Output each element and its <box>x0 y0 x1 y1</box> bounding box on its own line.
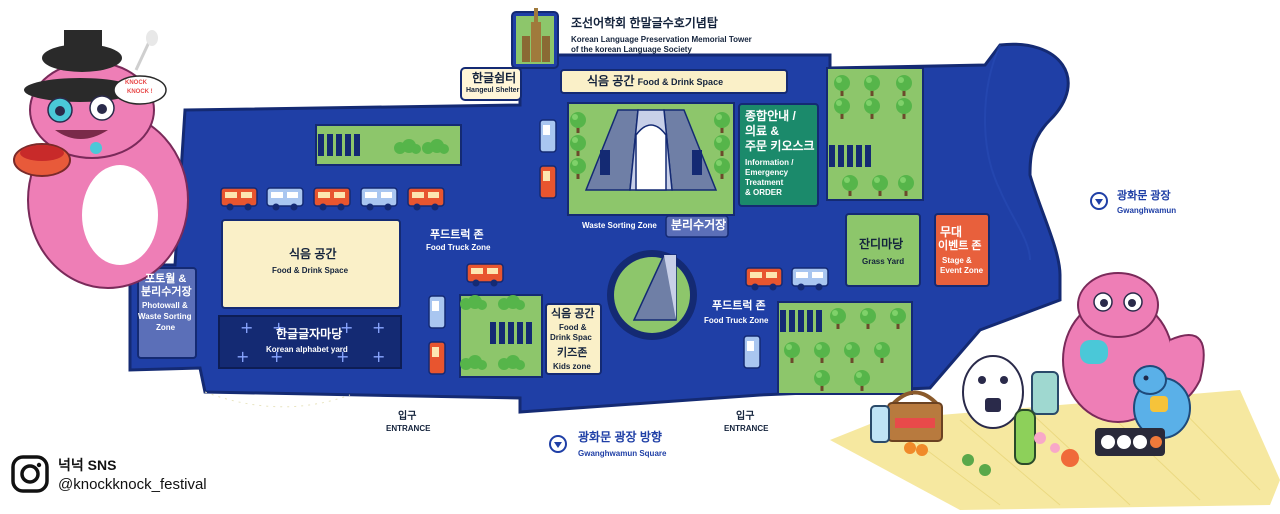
stage-en-2: Event Zone <box>940 266 984 275</box>
sushi-tray-icon <box>1095 428 1165 456</box>
svg-text:+: + <box>336 347 349 366</box>
white-mascot <box>962 355 1024 429</box>
instagram-icon[interactable] <box>10 454 50 494</box>
info-en-2: Emergency <box>745 168 789 177</box>
grass-yard-ko: 잔디마당 <box>859 237 904 251</box>
center-fountain <box>607 250 697 340</box>
food-top-en: Food & Drink Space <box>637 77 724 87</box>
alphabet-yard-ko: 한글글자마당 <box>276 327 343 341</box>
food-kids-en-2: Drink Spac <box>550 333 592 342</box>
food-top-label: 식음 공간 Food & Drink Space <box>587 74 724 89</box>
food-truck-left-en: Food Truck Zone <box>426 243 491 252</box>
info-en-4: & ORDER <box>745 188 782 197</box>
alphabet-plus-marks: + + + + + + + + <box>236 318 385 366</box>
food-left-ko: 식음 공간 <box>289 247 337 261</box>
photowall-en-2: Waste Sorting <box>138 312 192 321</box>
stage-ko-1: 무대 <box>940 225 963 239</box>
info-en-3: Treatment <box>745 178 784 187</box>
food-kids-en-3: Kids zone <box>553 362 591 371</box>
info-ko-2: 의료 & <box>745 124 780 138</box>
food-truck-right-en: Food Truck Zone <box>704 316 769 325</box>
info-ko-1: 종합안내 / <box>745 109 796 123</box>
svg-text:+: + <box>240 318 253 337</box>
stage-ko-2: 이벤트 존 <box>938 240 982 252</box>
waste-sorting-en: Waste Sorting Zone <box>582 221 657 230</box>
square-right-en: Gwanghwamun <box>1117 206 1177 215</box>
photowall-ko-1: 포토월 & <box>145 273 187 285</box>
blue-dino-mascot <box>1133 365 1191 439</box>
monument-tower-icon <box>511 8 559 69</box>
food-top-ko: 식음 공간 <box>587 74 635 88</box>
svg-text:+: + <box>236 347 249 366</box>
shelter-label-ko: 한글쉼터 <box>472 71 517 85</box>
location-pin-icon <box>549 435 567 453</box>
photowall-ko-2: 분리수거장 <box>141 286 192 298</box>
sns-handle[interactable]: @knockknock_festival <box>58 476 207 493</box>
picnic-basket-icon <box>887 390 943 442</box>
info-ko-3: 주문 키오스크 <box>745 139 815 153</box>
grass-yard-en: Grass Yard <box>862 257 905 266</box>
waste-sorting-ko: 분리수거장 <box>671 218 727 232</box>
svg-text:+: + <box>372 318 385 337</box>
photowall-en-1: Photowall & <box>142 301 188 310</box>
info-en-1: Information / <box>745 158 794 167</box>
center-building <box>584 109 718 191</box>
svg-text:+: + <box>272 318 285 337</box>
knock-speech-bubble <box>113 75 167 105</box>
svg-text:+: + <box>372 347 385 366</box>
entrance-left-ko: 입구 <box>398 411 417 422</box>
pink-mascot-left <box>13 30 189 289</box>
food-left-en: Food & Drink Space <box>272 266 349 275</box>
sns-title: 넉넉 SNS <box>58 457 117 473</box>
svg-text:+: + <box>270 347 283 366</box>
monument-title-en-1: Korean Language Preservation Memorial To… <box>571 35 752 44</box>
food-truck-left-ko: 푸드트럭 존 <box>430 229 484 241</box>
square-right-ko: 광화문 광장 <box>1117 190 1171 202</box>
shelter-label-en: Hangeul Shelter <box>466 87 520 94</box>
knock-bubble-line2: KNOCK ! <box>127 89 153 95</box>
square-bottom-ko: 광화문 광장 방향 <box>578 430 662 444</box>
monument-title-ko: 조선어학회 한말글수호기념탑 <box>571 16 718 30</box>
stage-en-1: Stage & <box>942 256 972 265</box>
square-bottom-en: Gwanghwamun Square <box>578 449 667 458</box>
entrance-right-en: ENTRANCE <box>724 424 769 433</box>
entrance-left-en: ENTRANCE <box>386 424 431 433</box>
food-kids-ko-2: 키즈존 <box>557 347 588 359</box>
entrance-right-ko: 입구 <box>736 411 755 422</box>
photowall-en-3: Zone <box>156 323 176 332</box>
alphabet-yard-en: Korean alphabet yard <box>266 345 348 354</box>
food-kids-en-1: Food & <box>559 323 587 332</box>
location-pin-icon <box>1090 192 1108 210</box>
food-truck-right-ko: 푸드트럭 존 <box>712 300 766 312</box>
food-kids-ko-1: 식음 공간 <box>551 308 595 320</box>
svg-text:+: + <box>340 318 353 337</box>
monument-title-en-2: of the korean Language Society <box>571 45 692 54</box>
knock-bubble-line1: KNOCK <box>125 80 147 86</box>
